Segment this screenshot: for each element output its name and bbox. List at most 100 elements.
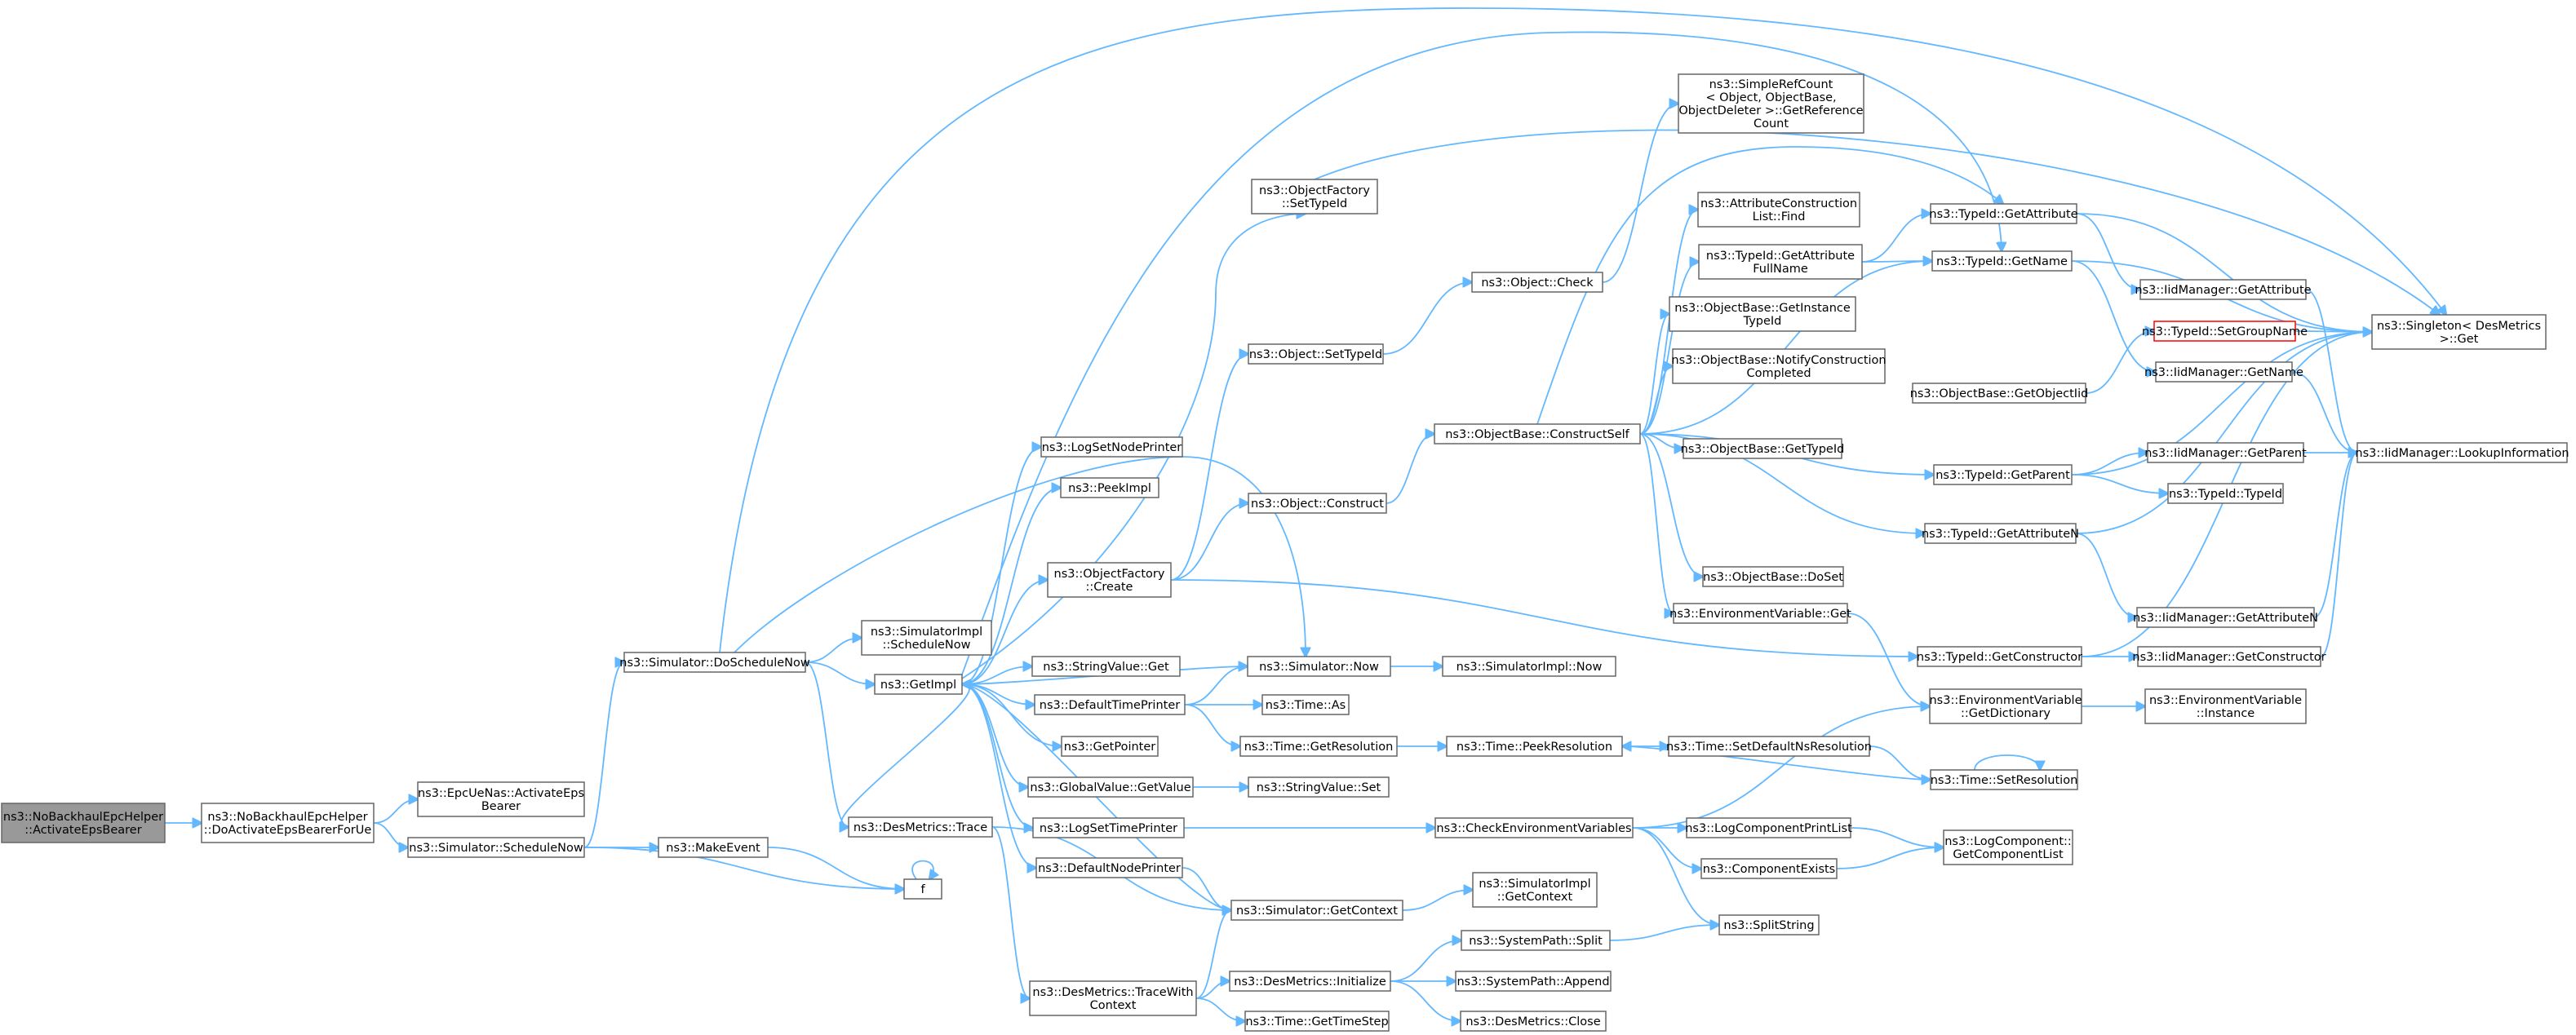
graph-node-defnode[interactable]: ns3::DefaultNodePrinter [1035,857,1183,878]
graph-node-tid-getattr[interactable]: ns3::TypeId::GetAttribute [1929,203,2078,224]
call-edge [961,447,1041,685]
graph-node-obj-check[interactable]: ns3::Object::Check [1471,272,1603,293]
graph-node-objfac-settid[interactable]: ns3::ObjectFactory::SetTypeId [1251,179,1378,215]
graph-node-root[interactable]: ns3::NoBackhaulEpcHelper::ActivateEpsBea… [1,803,166,843]
graph-node-iid-getattr[interactable]: ns3::IidManager::GetAttribute [2135,279,2312,300]
graph-node-envvar-getdict[interactable]: ns3::EnvironmentVariable::GetDictionary [1929,688,2082,724]
graph-node-simimpl-getctx[interactable]: ns3::SimulatorImpl::GetContext [1472,872,1598,908]
graph-node-peekimpl[interactable]: ns3::PeekImpl [1060,477,1159,498]
graph-node-iid-lookup[interactable]: ns3::IidManager::LookupInformation [2355,442,2569,463]
call-edge [1402,890,1473,911]
graph-node-time-getstep[interactable]: ns3::Time::GetTimeStep [1244,1011,1390,1032]
node-label: ns3::Simulator::GetContext [1236,905,1398,918]
graph-node-tid-getctor[interactable]: ns3::TypeId::GetConstructor [1917,646,2082,667]
node-label: ns3::MakeEvent [666,842,760,855]
graph-node-iid-getctor[interactable]: ns3::IidManager::GetConstructor [2132,646,2326,667]
node-box [1442,656,1616,677]
graph-node-iid-getattrn[interactable]: ns3::IidManager::GetAttributeN [2133,607,2318,628]
graph-node-iid-getname[interactable]: ns3::IidManager::GetName [2144,361,2303,383]
graph-node-syspath-split[interactable]: ns3::SystemPath::Split [1461,930,1611,951]
graph-node-objbase-gettid[interactable]: ns3::ObjectBase::GetTypeId [1681,438,1845,459]
graph-node-f[interactable]: f [903,878,942,900]
graph-node-sim-getctx[interactable]: ns3::Simulator::GetContext [1230,900,1403,921]
node-box [1700,858,1838,879]
node-label: ns3::SystemPath::Append [1456,975,1609,989]
call-edge [1390,980,1461,1021]
graph-node-objbase-cself[interactable]: ns3::ObjectBase::ConstructSelf [1434,423,1641,445]
node-box [2167,483,2284,504]
graph-node-simimpl-now[interactable]: ns3::SimulatorImpl::Now [1442,656,1616,677]
node-label: ns3::LogSetNodePrinter [1042,441,1182,454]
node-label: ns3::Simulator::Now [1259,661,1379,674]
graph-node-doact[interactable]: ns3::NoBackhaulEpcHelper::DoActivateEpsB… [201,803,375,843]
graph-node-objfac-create[interactable]: ns3::ObjectFactory::Create [1047,562,1172,598]
node-box [1673,603,1848,624]
node-label: ns3::ObjectFactory [1259,184,1370,197]
graph-node-des-close[interactable]: ns3::DesMetrics::Close [1460,1011,1607,1032]
graph-node-time-as[interactable]: ns3::Time::As [1261,694,1350,715]
graph-node-objbase-notify[interactable]: ns3::ObjectBase::NotifyConstructionCompl… [1671,348,1887,384]
node-box [2144,688,2307,724]
graph-node-iid-getparent[interactable]: ns3::IidManager::GetParent [2144,442,2307,463]
graph-node-checkenv[interactable]: ns3::CheckEnvironmentVariables [1434,817,1634,838]
graph-node-getpointer[interactable]: ns3::GetPointer [1061,736,1159,757]
graph-node-epcnas[interactable]: ns3::EpcUeNas::ActivateEpsBearer [417,781,585,817]
graph-node-simplerc[interactable]: ns3::SimpleRefCount< Object, ObjectBase,… [1678,73,1864,134]
graph-node-compexists[interactable]: ns3::ComponentExists [1700,858,1838,879]
graph-node-syspath-append[interactable]: ns3::SystemPath::Append [1455,971,1612,992]
graph-node-objbase-doset[interactable]: ns3::ObjectBase::DoSet [1702,566,1844,587]
graph-node-strval-set[interactable]: ns3::StringValue::Set [1248,776,1390,798]
graph-node-envvar-get[interactable]: ns3::EnvironmentVariable::Get [1669,603,1851,624]
call-edge [1602,104,1678,283]
graph-node-deftime[interactable]: ns3::DefaultTimePrinter [1034,694,1186,715]
graph-node-tid-getattrn[interactable]: ns3::TypeId::GetAttributeN [1922,523,2079,544]
graph-node-time-setres[interactable]: ns3::Time::SetResolution [1930,769,2078,790]
graph-node-time-peekres[interactable]: ns3::Time::PeekResolution [1446,736,1623,757]
node-label: ns3::Time::GetTimeStep [1245,1015,1388,1028]
graph-node-tid-setgroup[interactable]: ns3::TypeId::SetGroupName [2142,321,2308,342]
call-edge [1382,282,1472,355]
node-label: ::SetTypeId [1282,197,1347,210]
node-label: ns3::LogComponent:: [1944,835,2072,848]
graph-node-logcomp-getlist[interactable]: ns3::LogComponent::GetComponentList [1943,829,2073,865]
graph-node-envvar-inst[interactable]: ns3::EnvironmentVariable::Instance [2144,688,2307,724]
node-label: ns3::SystemPath::Split [1469,935,1603,948]
graph-node-obj-settid[interactable]: ns3::Object::SetTypeId [1248,343,1384,365]
graph-node-singleton[interactable]: ns3::Singleton< DesMetrics>::Get [2371,314,2547,350]
graph-node-logsettime[interactable]: ns3::LogSetTimePrinter [1032,817,1185,838]
node-box [1702,566,1844,587]
node-box [874,674,963,695]
node-label: ns3::TypeId::GetParent [1935,469,2070,482]
node-label: ns3::GetPointer [1064,741,1156,754]
graph-node-dosched[interactable]: ns3::Simulator::DoScheduleNow [619,652,810,673]
node-label: ns3::SplitString [1723,919,1814,932]
graph-node-tid-typeid[interactable]: ns3::TypeId::TypeId [2167,483,2284,504]
graph-node-sim-now[interactable]: ns3::Simulator::Now [1247,656,1391,677]
graph-node-destrace[interactable]: ns3::DesMetrics::Trace [848,816,993,838]
graph-node-objbase-getoiid[interactable]: ns3::ObjectBase::GetObjectIid [1910,383,2089,404]
graph-node-makeevent[interactable]: ns3::MakeEvent [658,837,769,858]
node-box [201,803,375,843]
node-box [1455,971,1612,992]
graph-node-tid-getparent[interactable]: ns3::TypeId::GetParent [1933,464,2073,485]
graph-node-strval-get[interactable]: ns3::StringValue::Get [1031,656,1181,677]
graph-node-schednow[interactable]: ns3::Simulator::ScheduleNow [407,837,585,858]
call-edge [1869,745,1931,780]
call-edge [734,456,1306,657]
graph-node-splitstring[interactable]: ns3::SplitString [1718,914,1820,935]
graph-node-tid-getname[interactable]: ns3::TypeId::GetName [1931,250,2073,272]
graph-node-des-init[interactable]: ns3::DesMetrics::Initialize [1229,971,1391,992]
node-label: ns3::EnvironmentVariable [1929,694,2082,707]
graph-node-logcomp-print[interactable]: ns3::LogComponentPrintList [1685,817,1852,838]
graph-node-obj-construct[interactable]: ns3::Object::Construct [1248,493,1387,514]
graph-node-simimpl-sched[interactable]: ns3::SimulatorImpl::ScheduleNow [861,620,992,656]
graph-node-time-setdefns[interactable]: ns3::Time::SetDefaultNsResolution [1666,736,1872,757]
graph-node-globval[interactable]: ns3::GlobalValue::GetValue [1027,776,1194,798]
graph-node-logsetnode[interactable]: ns3::LogSetNodePrinter [1040,436,1183,458]
graph-node-time-getres[interactable]: ns3::Time::GetResolution [1239,736,1398,757]
graph-node-getimpl[interactable]: ns3::GetImpl [874,674,963,695]
